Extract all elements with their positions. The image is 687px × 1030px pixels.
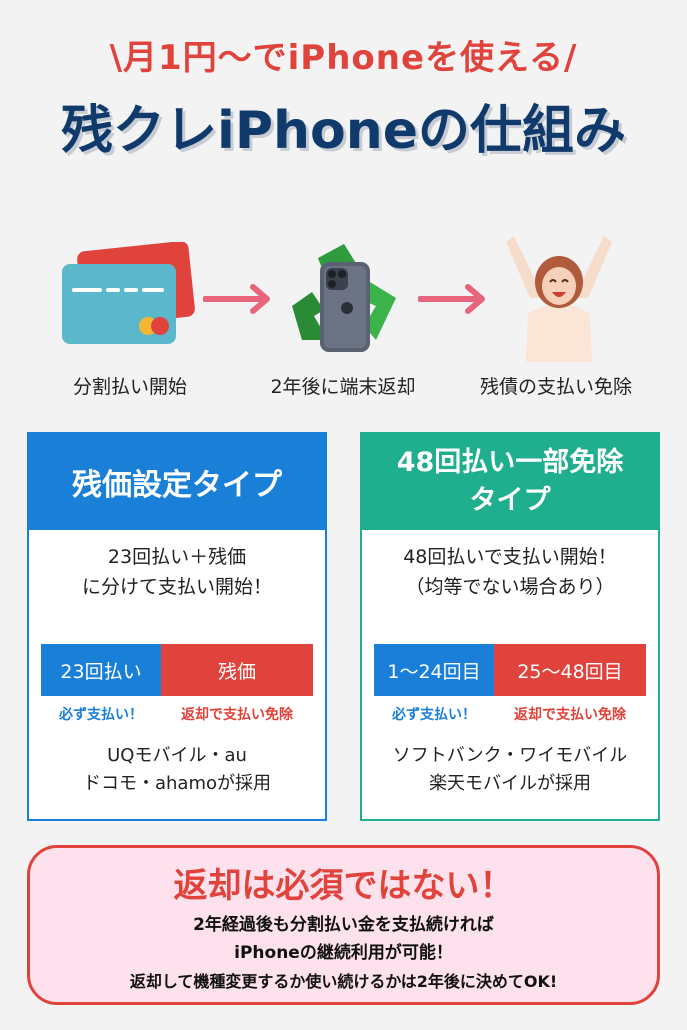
carrier-line: ソフトバンク・ワイモバイル xyxy=(392,745,628,766)
partial-exemption-type-card: 48回払い一部免除 タイプ 48回払いで支払い開始！ （均等でない場合あり） 1… xyxy=(360,432,660,821)
card-title-text: 48回払い一部免除 xyxy=(396,447,624,478)
recycle-phone-icon xyxy=(278,236,410,361)
callout-title: 返却は必須ではない！ xyxy=(173,866,514,906)
bar-notes: 必ず支払い！ 返却で支払い免除 xyxy=(374,704,646,724)
carrier-line: ドコモ・ahamoが採用 xyxy=(82,773,271,794)
step-label-exempt: 残債の支払い免除 xyxy=(479,376,632,398)
callout-line: iPhoneの継続利用が可能！ xyxy=(234,943,453,963)
desc-line: （均等でない場合あり） xyxy=(405,576,615,598)
card-description: 23回払い＋残価 に分けて支払い開始！ xyxy=(29,542,325,602)
residual-value-type-card: 残価設定タイプ 23回払い＋残価 に分けて支払い開始！ 23回払い 残価 必ず支… xyxy=(27,432,327,821)
card-title: 48回払い一部免除 タイプ xyxy=(362,434,658,530)
payment-bar: 23回払い 残価 xyxy=(41,644,313,696)
bar-segment-second-half: 25〜48回目 xyxy=(494,644,646,696)
arrow-right-icon xyxy=(202,282,275,320)
card-description: 48回払いで支払い開始！ （均等でない場合あり） xyxy=(362,542,658,602)
carrier-line: 楽天モバイルが採用 xyxy=(429,773,591,794)
bar-notes: 必ず支払い！ 返却で支払い免除 xyxy=(41,704,313,724)
return-not-required-callout: 返却は必須ではない！ 2年経過後も分割払い金を支払続ければ iPhoneの継続利… xyxy=(27,845,660,1005)
desc-line: 48回払いで支払い開始！ xyxy=(403,546,617,568)
step-label-start: 分割払い開始 xyxy=(72,376,187,398)
bar-segment-first-half: 1〜24回目 xyxy=(374,644,494,696)
credit-card-icon xyxy=(58,241,198,352)
card-title-text: 残価設定タイプ xyxy=(72,468,282,503)
carrier-list: UQモバイル・au ドコモ・ahamoが採用 xyxy=(29,742,325,798)
payment-bar: 1〜24回目 25〜48回目 xyxy=(374,644,646,696)
card-title: 残価設定タイプ xyxy=(29,434,325,530)
bar-segment-installments: 23回払い xyxy=(41,644,161,696)
carrier-list: ソフトバンク・ワイモバイル 楽天モバイルが採用 xyxy=(362,742,658,798)
bar-segment-residual: 残価 xyxy=(161,644,313,696)
note-exempt: 返却で支払い免除 xyxy=(181,707,293,723)
arrow-right-icon xyxy=(417,282,490,320)
note-must-pay: 必ず支払い！ xyxy=(392,707,476,723)
note-exempt: 返却で支払い免除 xyxy=(514,707,626,723)
desc-line: 23回払い＋残価 xyxy=(107,546,247,568)
step-label-return: 2年後に端末返却 xyxy=(270,376,416,398)
desc-line: に分けて支払い開始！ xyxy=(81,576,272,598)
callout-line: 2年経過後も分割払い金を支払続ければ xyxy=(193,915,494,935)
note-must-pay: 必ず支払い！ xyxy=(59,707,143,723)
tagline: \月1円〜でiPhoneを使える/ xyxy=(109,38,578,78)
happy-person-icon xyxy=(492,232,626,362)
carrier-line: UQモバイル・au xyxy=(107,745,247,766)
card-title-text: タイプ xyxy=(469,485,551,516)
page-title: 残クレiPhoneの仕組み xyxy=(61,101,626,161)
callout-line: 返却して機種変更するか使い続けるかは2年後に決めてOK! xyxy=(129,972,558,991)
